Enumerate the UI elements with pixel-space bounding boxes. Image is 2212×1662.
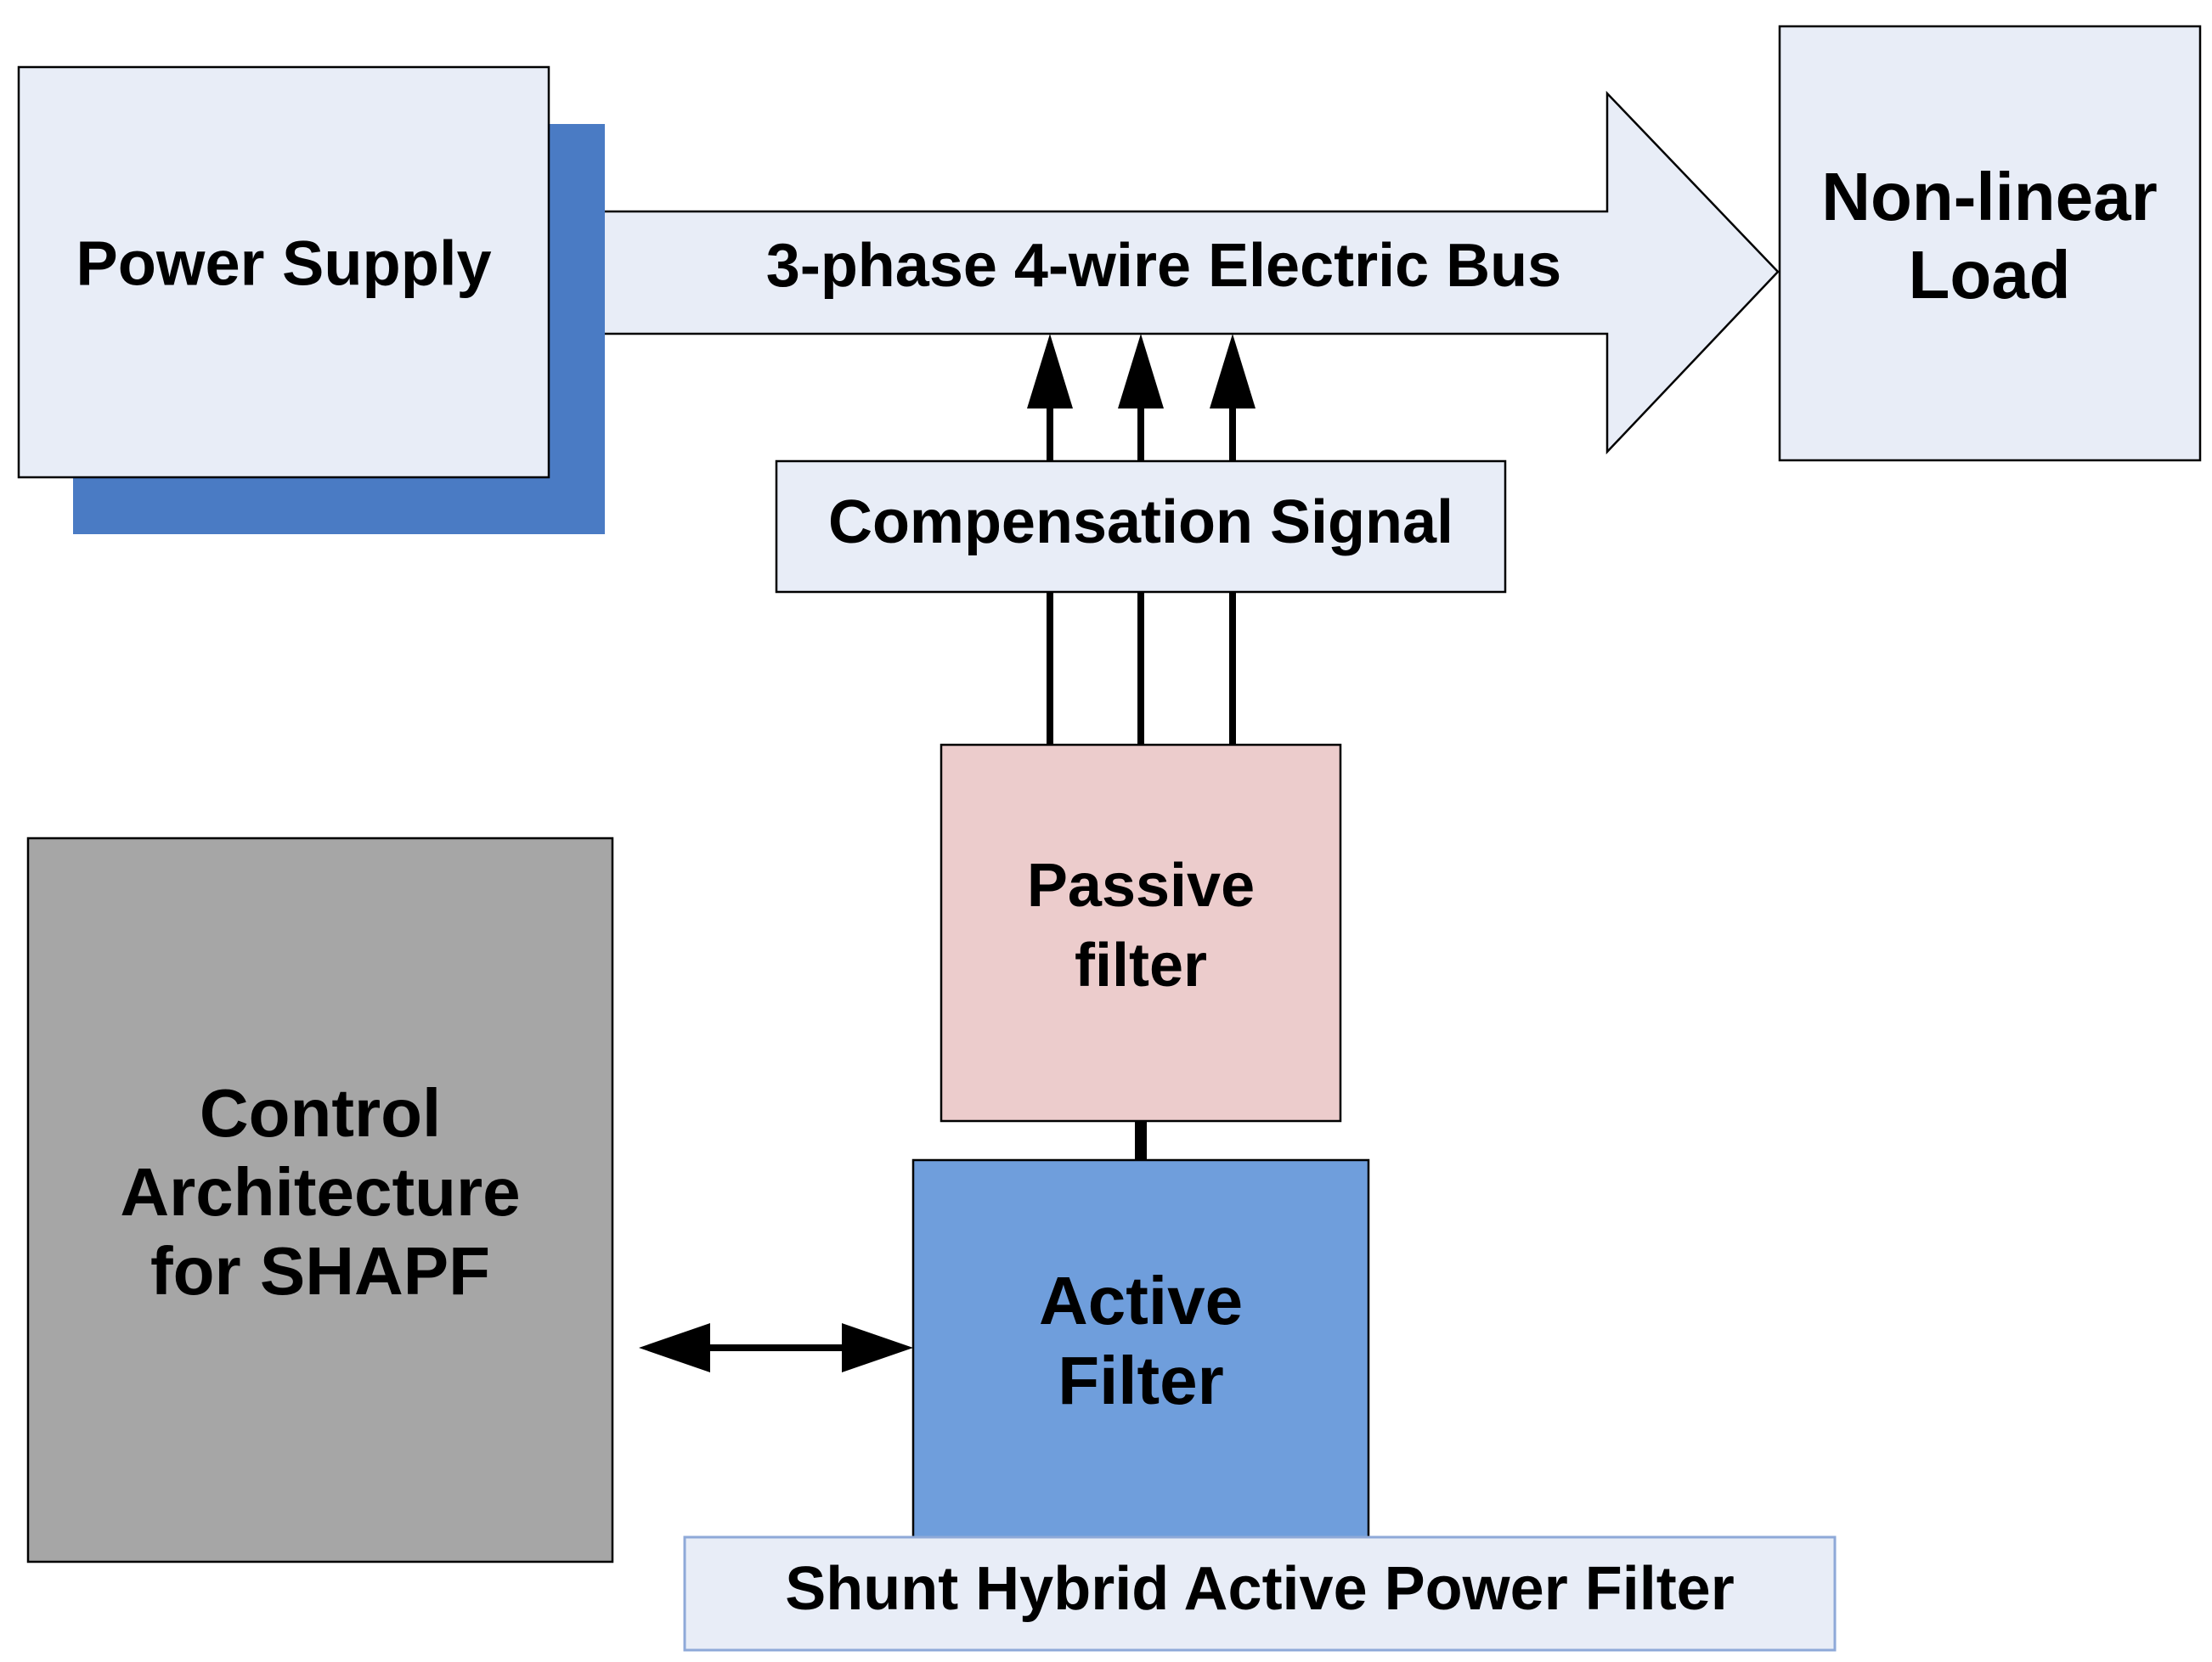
passive-filter-line1: Passive [1027,852,1255,920]
power-supply-box [17,65,550,479]
compensation-arrow-head-2 [1118,334,1164,408]
nonlinear-load-line2: Load [1908,237,2070,313]
compensation-arrow-head-3 [1210,334,1256,408]
shapf-caption-block: Shunt Hybrid Active Power Filter [683,1535,1837,1652]
passive-filter-box [940,743,1342,1123]
active-filter-line2: Filter [1058,1343,1224,1418]
active-filter-box [911,1158,1370,1539]
compensation-signal-label: Compensation Signal [828,488,1453,556]
passive-filter-block: Passive filter [940,743,1342,1123]
control-architecture-line1: Control [200,1075,441,1151]
shapf-caption-label: Shunt Hybrid Active Power Filter [785,1555,1735,1623]
nonlinear-load-block: Non-linear Load [1778,25,2202,462]
bidirectional-arrow-head-left [639,1323,710,1372]
control-architecture-block: Control Architecture for SHAPF [26,837,614,1563]
bidirectional-arrow-head-right [842,1323,913,1372]
electric-bus-shape [605,90,1780,455]
shapf-caption-box [683,1535,1837,1652]
compensation-signal-block: Compensation Signal [775,459,1507,594]
power-supply-block: Power Supply [17,65,605,534]
control-architecture-box [26,837,614,1563]
nonlinear-load-line1: Non-linear [1821,159,2158,234]
compensation-arrows [1027,334,1256,461]
compensation-arrow-head-1 [1027,334,1073,408]
compensation-signal-box [775,459,1507,594]
nonlinear-load-box [1778,25,2202,462]
electric-bus-label: 3-phase 4-wire Electric Bus [766,232,1561,300]
power-supply-label: Power Supply [76,228,491,299]
passive-to-compensation-lines [1047,592,1236,745]
passive-filter-line2: filter [1075,932,1207,1000]
bidirectional-arrow [639,1323,913,1372]
active-filter-block: Active Filter [911,1158,1370,1539]
control-architecture-line2: Architecture [120,1154,520,1230]
active-filter-line1: Active [1039,1263,1243,1338]
control-architecture-line3: for SHAPF [150,1233,490,1309]
electric-bus-arrow: 3-phase 4-wire Electric Bus [605,90,1780,455]
